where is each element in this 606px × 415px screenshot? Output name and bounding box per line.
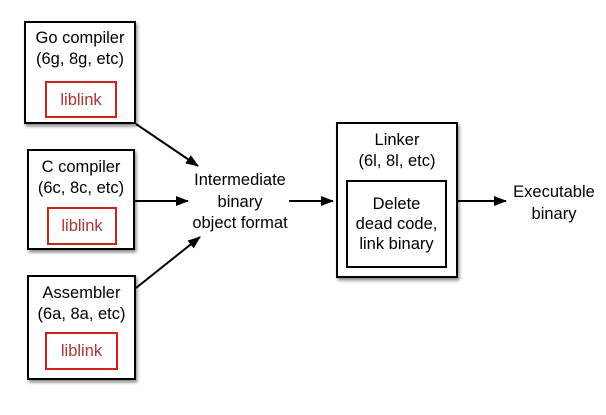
arrow-go-to-intermediate (135, 123, 199, 167)
label-line: Intermediate (194, 171, 286, 189)
label-executable-binary: Executable binary (499, 182, 606, 225)
node-subtitle: (6a, 8a, etc) (37, 305, 126, 323)
node-subtitle: (6c, 8c, etc) (37, 179, 125, 197)
liblink-label: liblink (60, 90, 102, 109)
liblink-label: liblink (60, 342, 103, 360)
node-linker: Linker (6l, 8l, etc) Delete dead code, l… (336, 122, 458, 278)
arrow-assembler-to-intermediate (135, 236, 201, 289)
liblink-box: liblink (45, 81, 117, 118)
liblink-label: liblink (61, 217, 103, 235)
label-line: object format (192, 214, 288, 232)
node-title: Go compiler (35, 29, 125, 47)
node-c-compiler: C compiler (6c, 8c, etc) liblink (27, 149, 135, 250)
linker-task-line: Delete (372, 195, 421, 213)
label-line: binary (531, 204, 577, 223)
liblink-box: liblink (47, 207, 117, 245)
label-line: Executable (513, 183, 595, 201)
linker-task-box: Delete dead code, link binary (346, 180, 447, 268)
node-title: Assembler (42, 284, 121, 302)
node-title: Linker (374, 131, 420, 149)
linker-task-line: link binary (359, 235, 434, 253)
node-go-compiler: Go compiler (6g, 8g, etc) liblink (24, 21, 136, 124)
node-subtitle: (6g, 8g, etc) (35, 50, 125, 68)
node-title: C compiler (41, 158, 121, 176)
liblink-box: liblink (45, 332, 118, 370)
label-line: binary (217, 192, 263, 211)
node-assembler: Assembler (6a, 8a, etc) liblink (27, 275, 136, 380)
label-intermediate-format: Intermediate binary object format (178, 170, 302, 235)
node-subtitle: (6l, 8l, etc) (358, 152, 436, 170)
linker-task-line: dead code, (355, 215, 438, 233)
